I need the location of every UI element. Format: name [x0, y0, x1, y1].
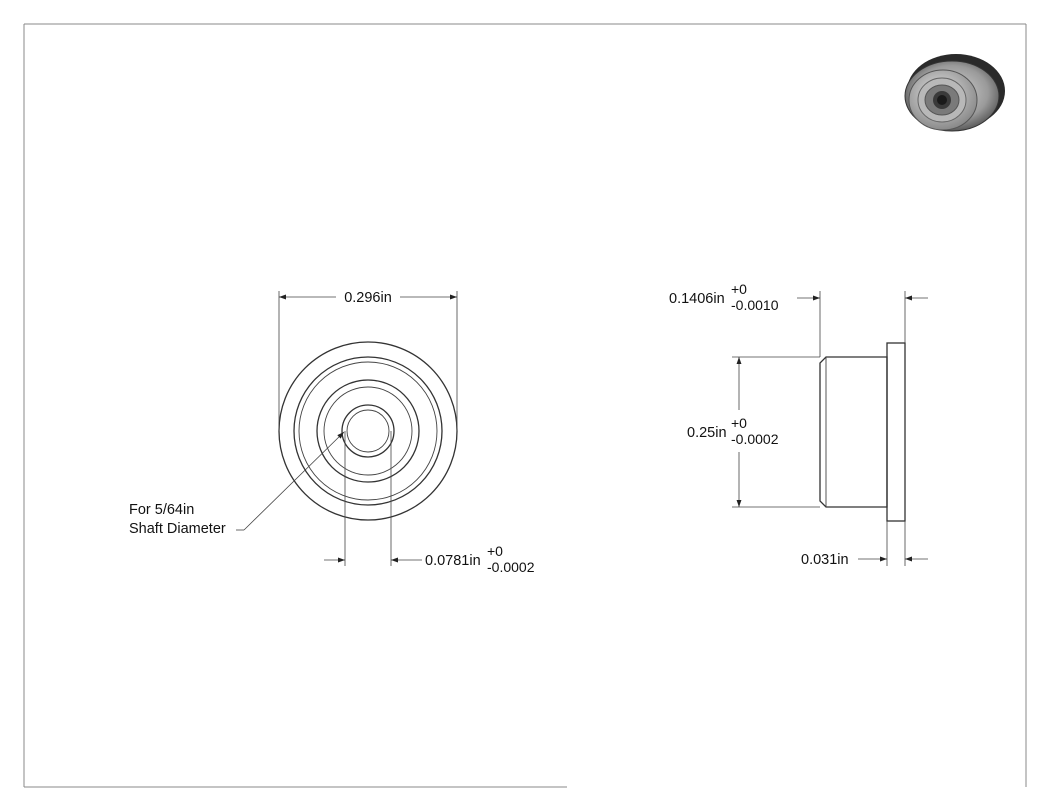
body-diameter-label: 0.25in [687, 425, 727, 441]
front-view: 0.296in 0.0781in +0 -0.0002 For 5/64in S… [129, 290, 535, 575]
shaft-note-line1: For 5/64in [129, 502, 194, 518]
body-length-label: 0.1406in [669, 291, 725, 307]
flange-thickness-label: 0.031in [801, 552, 849, 568]
bore-circle [341, 404, 395, 458]
outer-race-circle [293, 356, 443, 506]
bearing-3d-preview-icon [904, 54, 1005, 132]
inner-race-circle [316, 379, 420, 483]
bore-diameter-label: 0.0781in [425, 553, 481, 569]
outer-flange-circle [278, 341, 458, 521]
side-view: 0.1406in +0 -0.0010 0.25in +0 -0.0002 0.… [669, 281, 928, 568]
flange-outline [886, 342, 906, 522]
outer-race-edge-circle [298, 361, 438, 501]
body-outline [819, 356, 888, 508]
inner-race-edge-circle [323, 386, 413, 476]
sheet-border [23, 23, 1027, 788]
shaft-note-line2: Shaft Diameter [129, 521, 226, 537]
outer-diameter-label: 0.296in [344, 290, 392, 306]
bore-edge-circle [346, 409, 390, 453]
body-length-tol-plus: +0 [731, 281, 747, 297]
body-diameter-tol-minus: -0.0002 [731, 431, 779, 447]
bore-tol-plus: +0 [487, 543, 503, 559]
bore-tol-minus: -0.0002 [487, 559, 535, 575]
body-length-tol-minus: -0.0010 [731, 297, 779, 313]
body-diameter-tol-plus: +0 [731, 415, 747, 431]
